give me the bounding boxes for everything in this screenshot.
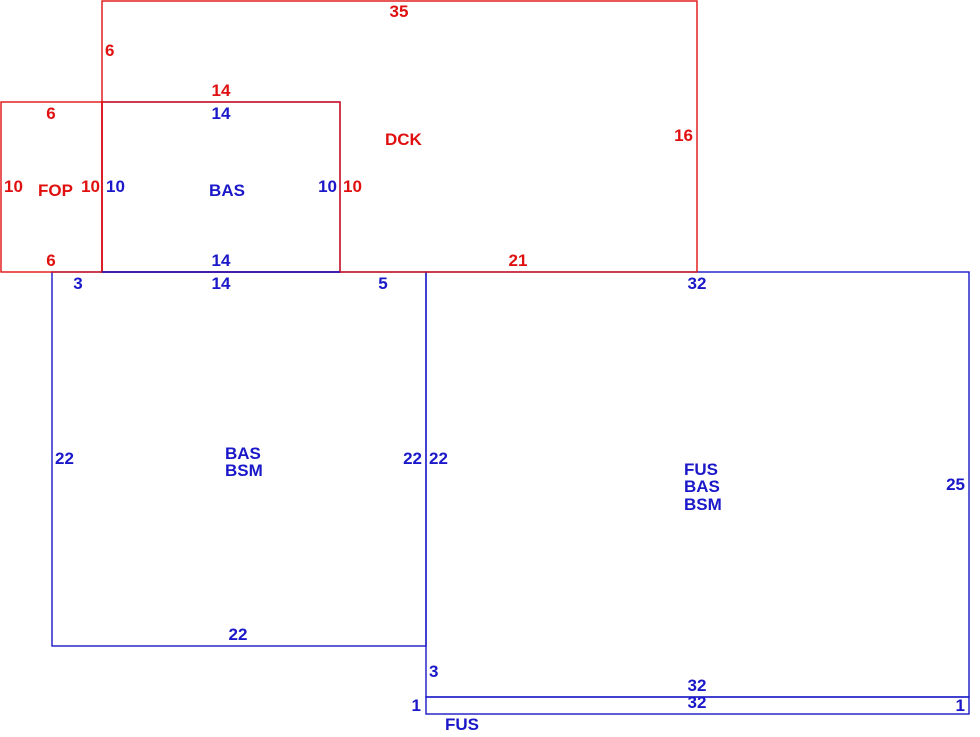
bas-bsm-label-bas: BAS [225,444,261,463]
bas-bsm-left-dimension: 22 [55,449,74,468]
dck-area: 35 6 14 DCK 16 21 [105,2,693,270]
fop-top-dimension: 6 [46,104,55,123]
bas-upper-area: 14 10 BAS 10 10 14 [106,104,362,270]
bas-upper-right-dimension: 10 [318,177,337,196]
fus-bas-bsm-top-dimension: 32 [688,274,707,293]
dck-right-dimension: 16 [674,126,693,145]
fus-bas-bsm-right-dimension: 25 [946,475,965,494]
fus-bas-bsm-label-bsm: BSM [684,495,722,514]
bas-upper-left-dimension: 10 [106,177,125,196]
fop-area: 6 10 FOP 10 6 [4,104,100,270]
dck-bottom-dimension: 21 [509,251,528,270]
fop-bottom-dimension: 6 [46,251,55,270]
fus-bas-bsm-label-fus: FUS [684,460,718,479]
fus-strip-right-dimension: 1 [956,696,965,715]
fus-strip-box [425,696,970,715]
fus-bas-bsm-left-dimension: 22 [429,449,448,468]
fus-strip-area: 32 1 1 FUS [412,693,965,734]
bas-bsm-label-bsm: BSM [225,461,263,480]
dck-top-dimension: 35 [390,2,409,21]
fop-left-dimension: 10 [4,177,23,196]
bas-upper-bottom-dimension: 14 [212,251,231,270]
dck-label: DCK [385,130,423,149]
fop-right-dimension: 10 [81,177,100,196]
bas-bsm-top-mid-dimension: 14 [212,274,231,293]
fus-bas-bsm-bottom-dimension: 32 [688,676,707,695]
dck-left-dimension: 6 [105,41,114,60]
bas-upper-top-dimension: 14 [212,104,231,123]
lower-level-outlines [51,101,970,715]
fus-bas-bsm-step-dimension: 3 [429,662,438,681]
bas-bsm-left-area: 3 14 5 22 BAS BSM 22 22 [55,274,422,644]
fus-strip-left-dimension: 1 [412,696,421,715]
fus-bas-bsm-area: 32 22 FUS BAS BSM 25 3 32 [429,274,965,695]
bas-upper-label: BAS [209,181,245,200]
upper-level-outlines [0,0,698,273]
fus-strip-label: FUS [445,715,479,734]
bas-bsm-top-left-dimension: 3 [73,274,82,293]
bas-bsm-right-dimension: 22 [403,449,422,468]
dck-cutout-top-dimension: 14 [212,81,231,100]
fop-label: FOP [38,181,73,200]
fus-strip-top-dimension: 32 [688,693,707,712]
bas-bsm-top-right-dimension: 5 [378,274,387,293]
bas-bsm-bottom-dimension: 22 [229,625,248,644]
bas-upper-right-outer-dimension: 10 [343,177,362,196]
fus-bas-bsm-label-bas: BAS [684,477,720,496]
